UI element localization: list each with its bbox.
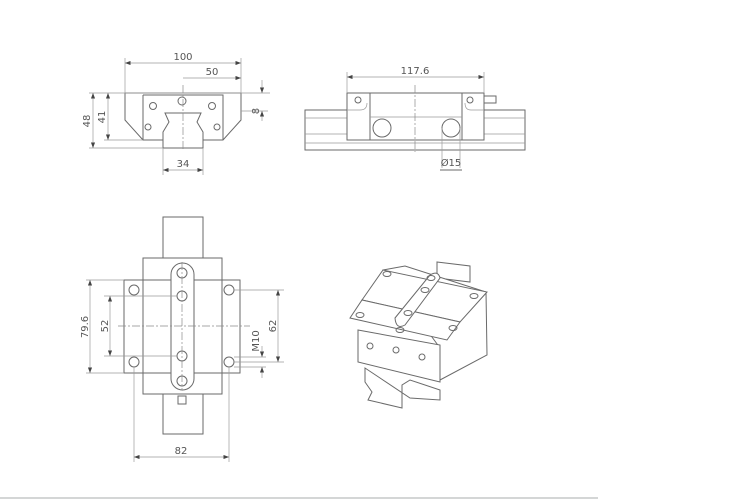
dim-hole-diameter: Ø15	[441, 157, 462, 169]
bottom-divider	[0, 497, 598, 499]
dim-slot-hole-pitch: 52	[100, 320, 111, 333]
dim-hole-spacing: 82	[175, 446, 188, 457]
grease-nipple	[483, 95, 497, 104]
screw-hole	[208, 102, 216, 110]
cap-hole	[372, 118, 392, 138]
dim-height: 48	[82, 115, 93, 128]
cap-hole	[441, 118, 461, 138]
iso-holes	[355, 271, 479, 361]
plan-view: 79.6 52 62 M10 82	[80, 216, 284, 462]
dim-hole-pitch: 62	[268, 320, 279, 333]
screw-hole	[149, 102, 157, 110]
dim-length: 117.6	[401, 66, 430, 77]
dim-thread: M10	[251, 330, 262, 351]
dim-gap: 8	[251, 108, 262, 114]
isometric-view	[349, 261, 488, 409]
carriage-block	[346, 92, 485, 141]
grease-nipple	[177, 96, 187, 106]
hole	[144, 123, 152, 131]
end-screw	[354, 96, 362, 104]
block-body	[142, 94, 224, 140]
end-screw	[466, 96, 474, 104]
dim-block-height: 41	[97, 111, 108, 124]
dim-flange-length: 79.6	[80, 316, 91, 338]
side-view: 117.6 Ø15	[304, 66, 526, 171]
hole	[213, 123, 221, 131]
dim-half-width: 50	[206, 67, 219, 78]
dim-width: 100	[173, 52, 192, 63]
slot-plate	[170, 262, 195, 391]
dim-rail-width: 34	[177, 159, 190, 170]
grease-nipple	[177, 395, 187, 405]
front-view: 100 50 48 41 8 34	[82, 52, 270, 175]
